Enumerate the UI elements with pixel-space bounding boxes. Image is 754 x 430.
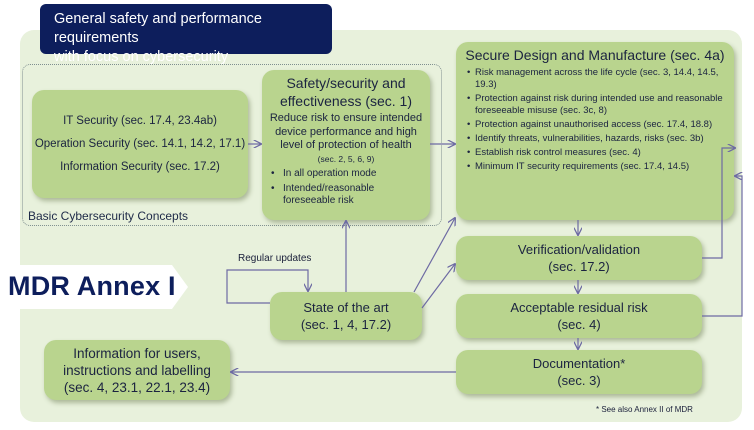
arrow-regular-updates-loop <box>226 269 308 304</box>
design-bullet: Protection against risk during intended … <box>464 93 726 117</box>
state-line-1: State of the art <box>303 300 389 315</box>
safety-sections: (sec. 2, 5, 6, 9) <box>317 153 375 164</box>
verification-line-2: (sec. 17.2) <box>548 259 610 274</box>
safety-description: Reduce risk to ensure intended device pe… <box>269 112 423 151</box>
documentation-line-1: Documentation* <box>532 356 626 371</box>
regular-updates-label: Regular updates <box>238 253 312 264</box>
footnote: * See also Annex II of MDR <box>596 405 693 414</box>
residual-risk-box: Acceptable residual risk (sec. 4) <box>456 294 702 338</box>
basic-concepts-frame <box>22 64 442 226</box>
safety-bullet: Intended/reasonable foreseeable risk <box>268 183 424 207</box>
documentation-line-2: (sec. 3) <box>557 373 601 388</box>
secure-design-box: Secure Design and Manufacture (sec. 4a) … <box>456 42 734 220</box>
residual-line-2: (sec. 4) <box>557 317 601 332</box>
design-bullet: Minimum IT security requirements (sec. 1… <box>464 161 726 173</box>
it-security-item: IT Security (sec. 17.4, 23.4ab) <box>63 115 217 127</box>
verification-line-1: Verification/validation <box>517 242 641 257</box>
information-security-item: Information Security (sec. 17.2) <box>60 161 220 173</box>
design-bullet: Protection against unauthorised access (… <box>464 119 726 131</box>
secure-design-title: Secure Design and Manufacture (sec. 4a) <box>465 47 725 63</box>
documentation-box: Documentation* (sec. 3) <box>456 350 702 394</box>
arrow-residual-feedback <box>702 176 743 317</box>
information-labelling-box: Information for users, instructions and … <box>44 340 230 400</box>
info-line-2: instructions and labelling <box>63 362 211 378</box>
safety-title-line-2: effectiveness (sec. 1) <box>279 93 413 109</box>
arrow-verification-feedback <box>702 148 735 259</box>
info-line-1: Information for users, <box>73 345 201 361</box>
residual-line-1: Acceptable residual risk <box>510 300 648 315</box>
safety-title: Safety/security and effectiveness (sec. … <box>268 74 424 110</box>
secure-design-bullet-list: Risk management across the life cycle (s… <box>464 67 726 173</box>
state-line-2: (sec. 1, 4, 17.2) <box>300 317 392 332</box>
verification-validation-box: Verification/validation (sec. 17.2) <box>456 236 702 280</box>
operation-security-item: Operation Security (sec. 14.1, 14.2, 17.… <box>34 138 246 150</box>
mdr-arrow-shape <box>0 265 188 309</box>
safety-effectiveness-box: Safety/security and effectiveness (sec. … <box>262 70 430 220</box>
security-concepts-box: IT Security (sec. 17.4, 23.4ab) Operatio… <box>32 90 248 198</box>
safety-title-line-1: Safety/security and <box>286 75 406 91</box>
basic-concepts-label: Basic Cybersecurity Concepts <box>28 209 189 223</box>
arrow-state-to-design <box>413 218 455 293</box>
header-line-1: General safety and performance requireme… <box>54 11 262 46</box>
header-line-2: with focus on cybersecurity <box>54 49 229 65</box>
design-bullet: Establish risk control measures (sec. 4) <box>464 147 726 159</box>
design-bullet: Risk management across the life cycle (s… <box>464 67 726 91</box>
header-banner: General safety and performance requireme… <box>40 4 332 65</box>
state-of-the-art-box: State of the art (sec. 1, 4, 17.2) <box>270 292 422 340</box>
safety-bullet: In all operation mode <box>268 168 424 180</box>
mdr-annex-label: MDR Annex I <box>8 271 176 301</box>
safety-bullet-list: In all operation mode Intended/reasonabl… <box>268 168 424 207</box>
info-line-3: (sec. 4, 23.1, 22.1, 23.4) <box>63 379 211 395</box>
arrow-state-to-verification <box>421 264 455 309</box>
design-bullet: Identify threats, vulnerabilities, hazar… <box>464 133 726 145</box>
